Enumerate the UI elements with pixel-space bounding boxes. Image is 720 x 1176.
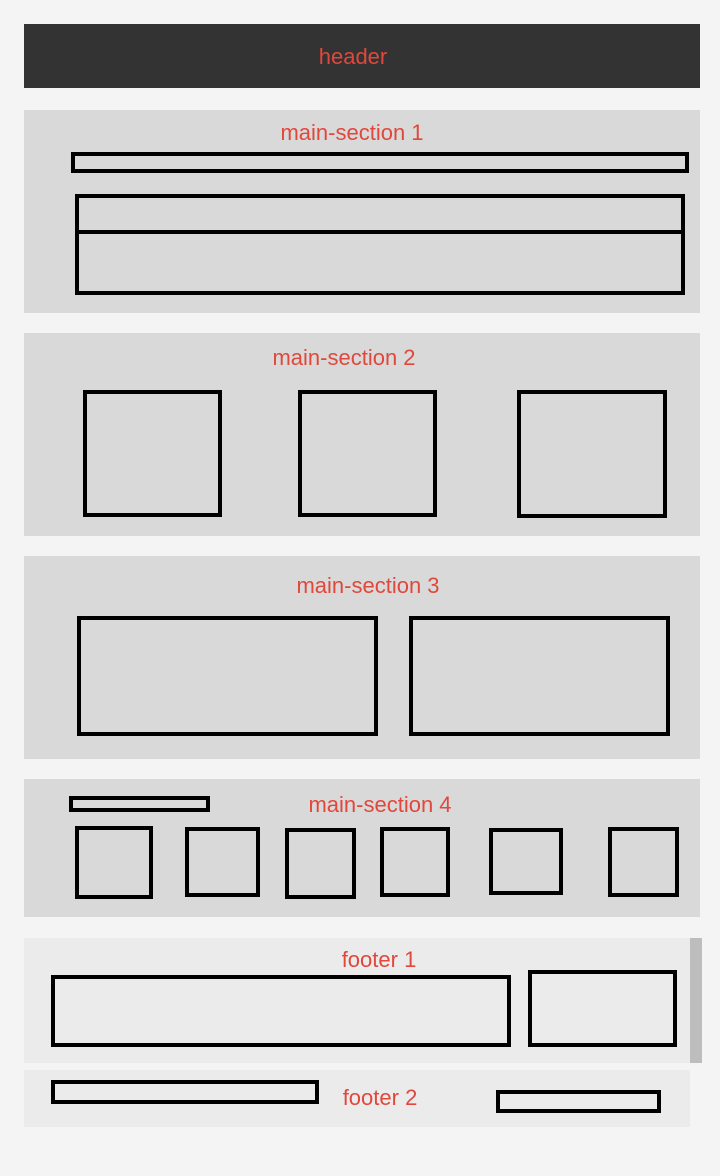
main-section-1-stacked-box-divider [79,230,681,234]
footer-2: footer 2 [24,1070,690,1127]
main-section-1-bar [71,152,689,173]
main-section-4-tile-4 [380,827,450,897]
main-section-3: main-section 3 [24,556,700,759]
header-region: header [24,24,700,88]
main-section-4-label: main-section 4 [308,792,452,817]
main-section-4-tile-6 [608,827,679,897]
main-section-4: main-section 4 [24,779,700,917]
main-section-2-column-2 [298,390,437,517]
main-section-2-label: main-section 2 [272,345,416,370]
main-section-3-column-2 [409,616,670,736]
main-section-4-bar [69,796,210,812]
main-section-4-tile-1 [75,826,153,899]
main-section-1: main-section 1 [24,110,700,313]
main-section-3-column-1 [77,616,378,736]
footer-1-column-1 [51,975,511,1047]
footer-1: footer 1 [24,938,691,1063]
footer-2-bar-right [496,1090,661,1113]
main-section-1-label: main-section 1 [280,120,424,145]
main-section-4-tile-2 [185,827,260,897]
footer-1-label: footer 1 [341,947,417,972]
footer-1-column-2 [528,970,677,1047]
footer-2-bar-left [51,1080,319,1104]
header-label: header [318,44,388,69]
footer-1-scrollbar[interactable] [690,938,702,1063]
main-section-2: main-section 2 [24,333,700,536]
main-section-1-stacked-box [75,194,685,295]
main-section-4-tile-5 [489,828,563,895]
main-section-3-label: main-section 3 [296,573,440,598]
footer-2-label: footer 2 [342,1085,418,1110]
main-section-2-column-3 [517,390,667,518]
main-section-4-tile-3 [285,828,356,899]
main-section-2-column-1 [83,390,222,517]
